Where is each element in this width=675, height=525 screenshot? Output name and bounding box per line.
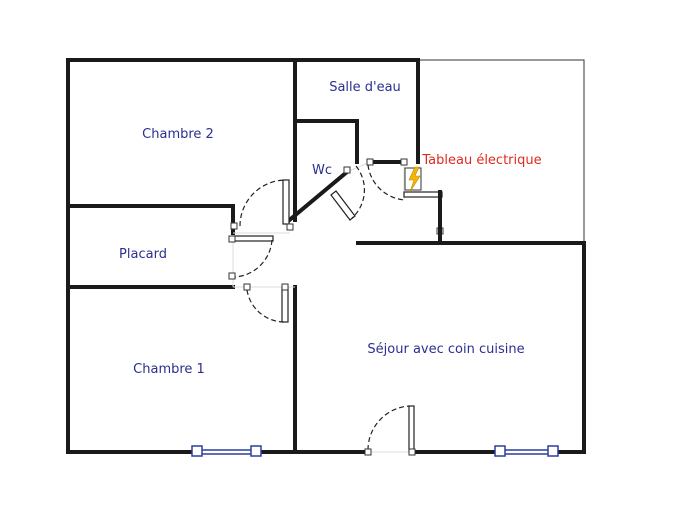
label-salle-eau: Salle d'eau xyxy=(329,80,401,95)
windows xyxy=(191,445,559,457)
label-chambre-2: Chambre 2 xyxy=(142,127,214,142)
door-chambre-1 xyxy=(233,283,295,323)
window-sejour xyxy=(494,445,559,457)
door-chambre-2 xyxy=(230,179,294,234)
room-labels: Chambre 2 Salle d'eau Wc Placard Chambre… xyxy=(119,80,542,377)
door-wc xyxy=(330,158,374,221)
lightning-bolt-icon xyxy=(404,166,422,193)
door-entrance xyxy=(364,405,416,456)
door-placard xyxy=(228,235,274,287)
window-chambre-1 xyxy=(191,445,262,457)
label-wc: Wc xyxy=(312,163,332,178)
label-placard: Placard xyxy=(119,247,167,262)
door-salle-eau xyxy=(367,158,444,235)
doors xyxy=(228,158,444,456)
label-tableau-electrique: Tableau électrique xyxy=(421,153,541,168)
label-sejour: Séjour avec coin cuisine xyxy=(367,342,524,357)
exterior-outline xyxy=(417,59,585,244)
label-chambre-1: Chambre 1 xyxy=(133,362,205,377)
